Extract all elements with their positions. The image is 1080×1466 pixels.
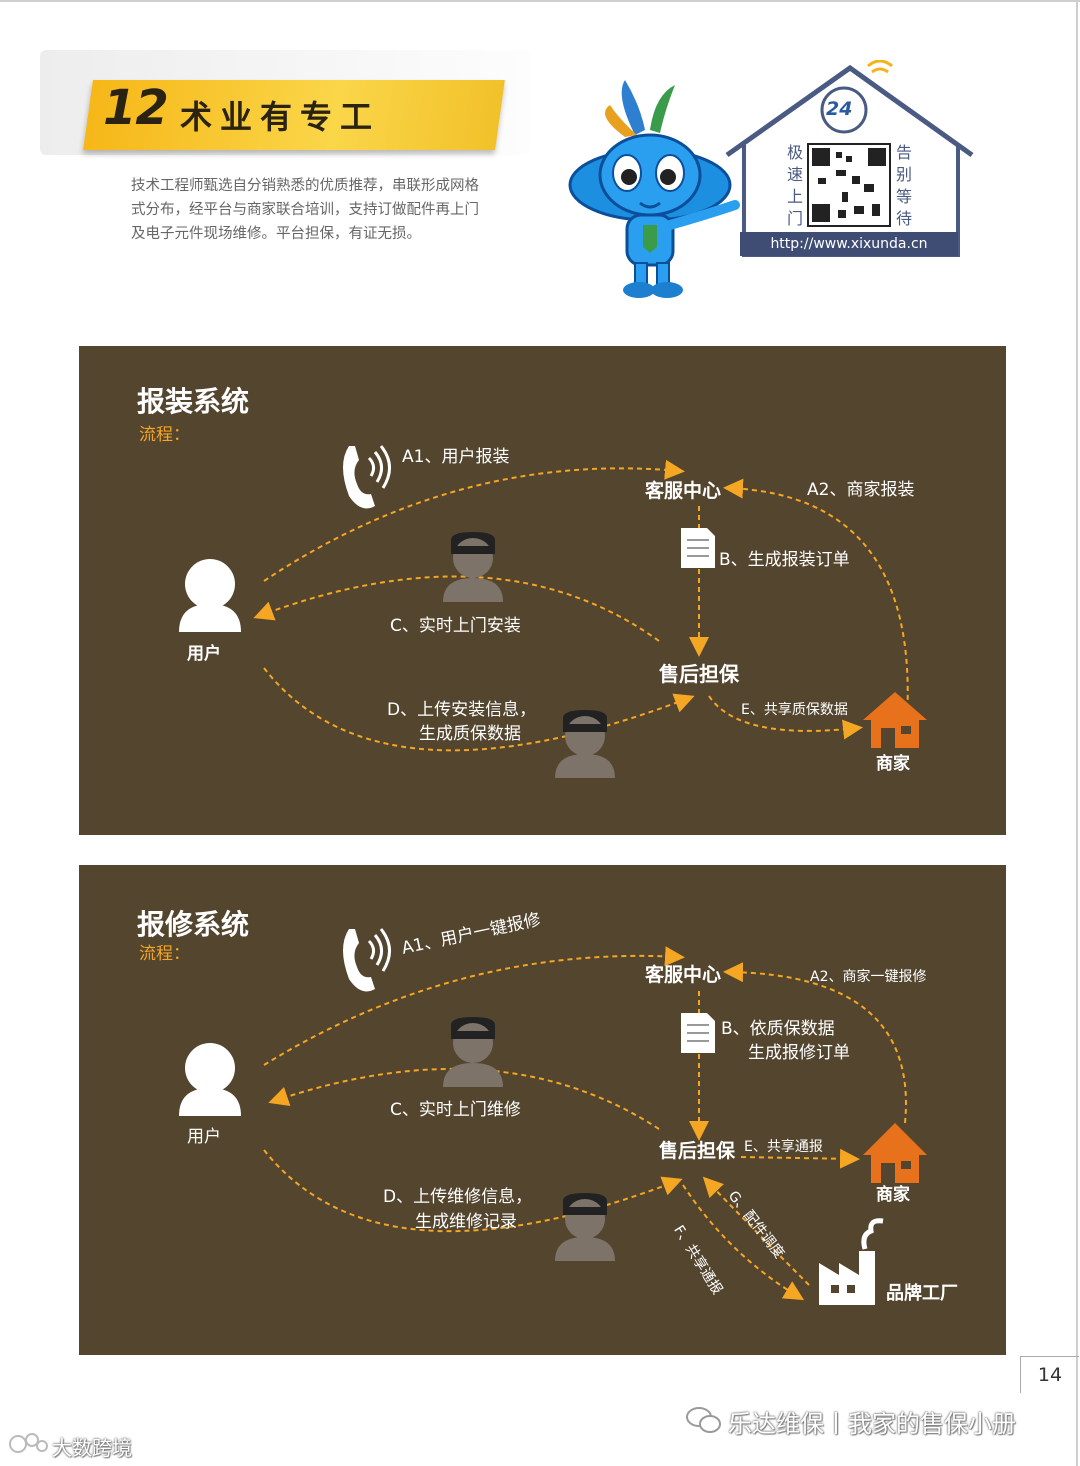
guarantee-label: 售后担保 [659,662,739,686]
service-center-label: 客服中心 [645,963,721,987]
promo-char: 别 [896,164,912,186]
promo-char: 上 [787,186,803,208]
intro-line: 及电子元件现场维修。平台担保，有证无损。 [131,222,531,246]
intro-text: 技术工程师甄选自分销熟悉的优质推荐，串联形成网格 式分布，经平台与商家联合培训，… [131,174,531,246]
promo-right-chars: 告 别 等 待 [896,142,912,230]
install-system-panel: 报装系统 流程： [79,346,1006,835]
section-banner: 12 术业有专工 [40,50,530,160]
merchant-house-icon [863,692,927,748]
watermark-left: 大数跨境 [52,1432,132,1461]
promo-char: 等 [896,186,912,208]
phone-icon [343,446,390,508]
promo-char: 待 [896,208,912,230]
watermark-right: 乐达维保丨我家的售保小册 [728,1404,1016,1439]
section-number: 12 [103,80,168,136]
guarantee-label: 售后担保 [659,1139,735,1163]
intro-line: 式分布，经平台与商家联合培训，支持订做配件再上门 [131,198,531,222]
repair-system-panel: 报修系统 流程： [79,865,1006,1355]
user-label: 用户 [187,642,221,666]
d-label-line1: D、上传安装信息， [387,698,536,722]
e-label: E、共享通报 [744,1135,823,1159]
user-icon [179,559,241,632]
promo-char: 速 [787,164,803,186]
a2-label: A2、商家报装 [807,478,914,502]
page-border-right [1076,0,1078,1466]
user-icon [179,1043,241,1116]
section-title: 术业有专工 [180,92,380,138]
b-label: B、生成报装订单 [719,548,850,572]
promo-house: 24 极 速 上 门 告 别 等 待 http://www.xixunda.cn [722,60,982,270]
badge-24: 24 [826,98,852,120]
document-icon [681,1013,715,1053]
d-label-line2: 生成质保数据 [419,722,521,746]
c-label: C、实时上门维修 [390,1098,521,1122]
document-icon [681,528,715,568]
worker-icon [555,710,615,778]
service-center-label: 客服中心 [645,479,721,503]
wechat-icon [684,1404,724,1436]
intro-line: 技术工程师甄选自分销熟悉的优质推荐，串联形成网格 [131,174,531,198]
e-label: E、共享质保数据 [741,698,848,722]
a2-label: A2、商家一键报修 [810,965,926,989]
page-border-top [0,0,1080,2]
install-flow-diagram [79,346,1006,835]
promo-char: 极 [787,142,803,164]
phone-icon [343,929,390,991]
user-label: 用户 [187,1125,221,1149]
promo-url[interactable]: http://www.xixunda.cn [740,232,958,256]
worker-icon [443,532,503,602]
promo-char: 门 [787,208,803,230]
page-number: 14 [1020,1356,1079,1393]
promo-left-chars: 极 速 上 门 [787,142,803,230]
b-label-line2: 生成报修订单 [748,1041,850,1065]
d-label-line1: D、上传维修信息， [383,1185,532,1209]
factory-label: 品牌工厂 [886,1282,958,1306]
d-label-line2: 生成维修记录 [415,1210,517,1234]
merchant-label: 商家 [876,1183,910,1207]
promo-char: 告 [896,142,912,164]
merchant-label: 商家 [876,752,910,776]
repair-flow-diagram [79,865,1006,1355]
merchant-house-icon [863,1123,927,1183]
arrow-a2 [729,488,908,718]
factory-icon [819,1221,883,1305]
c-label: C、实时上门安装 [390,614,521,638]
watermark-logo-icon [8,1430,50,1458]
a1-label: A1、用户报装 [402,445,509,469]
b-label-line1: B、依质保数据 [721,1017,835,1041]
worker-icon [555,1193,615,1261]
qr-code [808,144,890,226]
worker-icon [443,1017,503,1087]
